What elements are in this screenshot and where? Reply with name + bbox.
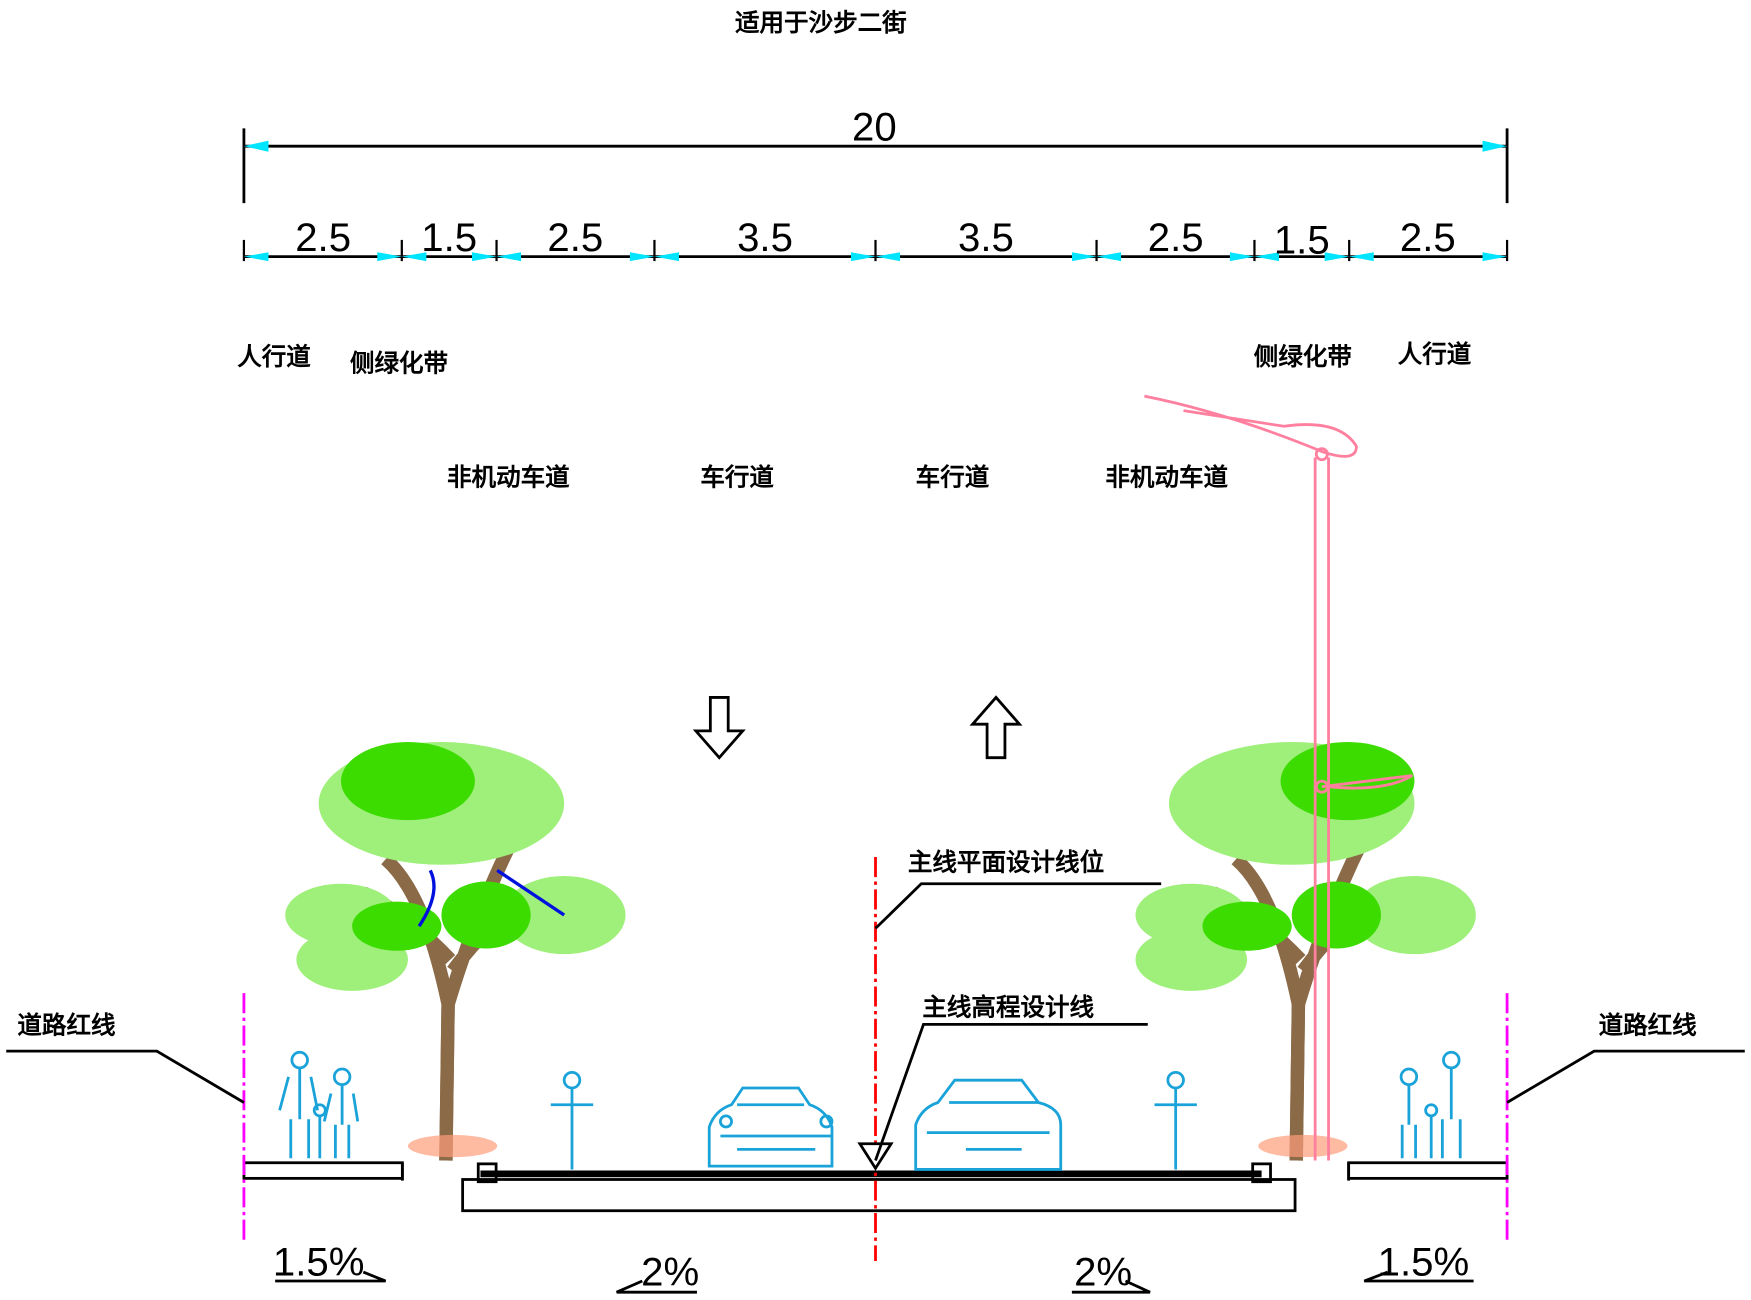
svg-text:1.5%: 1.5%	[1378, 1239, 1470, 1284]
dimension-arrow	[1482, 252, 1508, 262]
pedestrians-right	[1399, 1050, 1462, 1159]
street-lamp	[1144, 394, 1413, 1161]
slope-left-sidewalk: 1.5%	[273, 1239, 387, 1284]
segment-dimensions: 2.5 1.5 2.5 3.5 3.5 2.5 1.5 2.5	[242, 215, 1509, 262]
slope-right-sidewalk: 1.5%	[1363, 1239, 1474, 1284]
dimension-arrow	[243, 252, 269, 262]
segment-2: 1.5	[421, 215, 477, 260]
profile-line-label: 主线高程设计线	[922, 992, 1094, 1021]
segment-4: 3.5	[737, 215, 793, 260]
slope-right-road: 2%	[1071, 1249, 1151, 1294]
label-left-bike: 非机动车道	[447, 462, 570, 491]
segment-3: 2.5	[547, 215, 603, 260]
plan-line-label: 主线平面设计线位	[908, 847, 1104, 876]
svg-text:2%: 2%	[1074, 1249, 1132, 1294]
dimension-arrow	[1324, 252, 1374, 262]
arrow-down-icon	[692, 696, 746, 760]
tree-right	[1135, 742, 1476, 1161]
red-line-left-label: 道路红线	[17, 1010, 116, 1039]
segment-7: 1.5	[1274, 217, 1330, 262]
arrow-up-icon	[969, 695, 1023, 760]
elevation-marker-icon	[857, 1142, 894, 1171]
cyclist-left	[550, 1070, 594, 1170]
segment-5: 3.5	[958, 215, 1014, 260]
label-right-green: 侧绿化带	[1254, 342, 1352, 371]
pavement-structure	[242, 1161, 1509, 1213]
red-line-right-label: 道路红线	[1599, 1010, 1698, 1039]
car-right	[914, 1078, 1063, 1171]
segment-8: 2.5	[1400, 215, 1456, 260]
label-left-green: 侧绿化带	[350, 349, 448, 378]
segment-1: 2.5	[295, 215, 351, 260]
tree-left	[285, 742, 626, 1161]
slope-left-road: 2%	[616, 1249, 699, 1294]
svg-text:2%: 2%	[641, 1249, 699, 1294]
segment-6: 2.5	[1148, 215, 1204, 260]
svg-text:1.5%: 1.5%	[273, 1239, 365, 1284]
car-left	[707, 1086, 834, 1168]
label-left-sidewalk: 人行道	[237, 342, 311, 371]
drawing-title: 适用于沙步二街	[735, 8, 907, 37]
label-left-lane: 车行道	[700, 462, 774, 491]
label-right-lane: 车行道	[916, 462, 990, 491]
cyclist-right	[1154, 1070, 1197, 1170]
overall-dimension: 20	[242, 105, 1509, 204]
label-right-sidewalk: 人行道	[1398, 340, 1472, 369]
pedestrians-left	[278, 1050, 360, 1159]
label-right-bike: 非机动车道	[1105, 462, 1228, 491]
total-width-label: 20	[852, 105, 897, 150]
